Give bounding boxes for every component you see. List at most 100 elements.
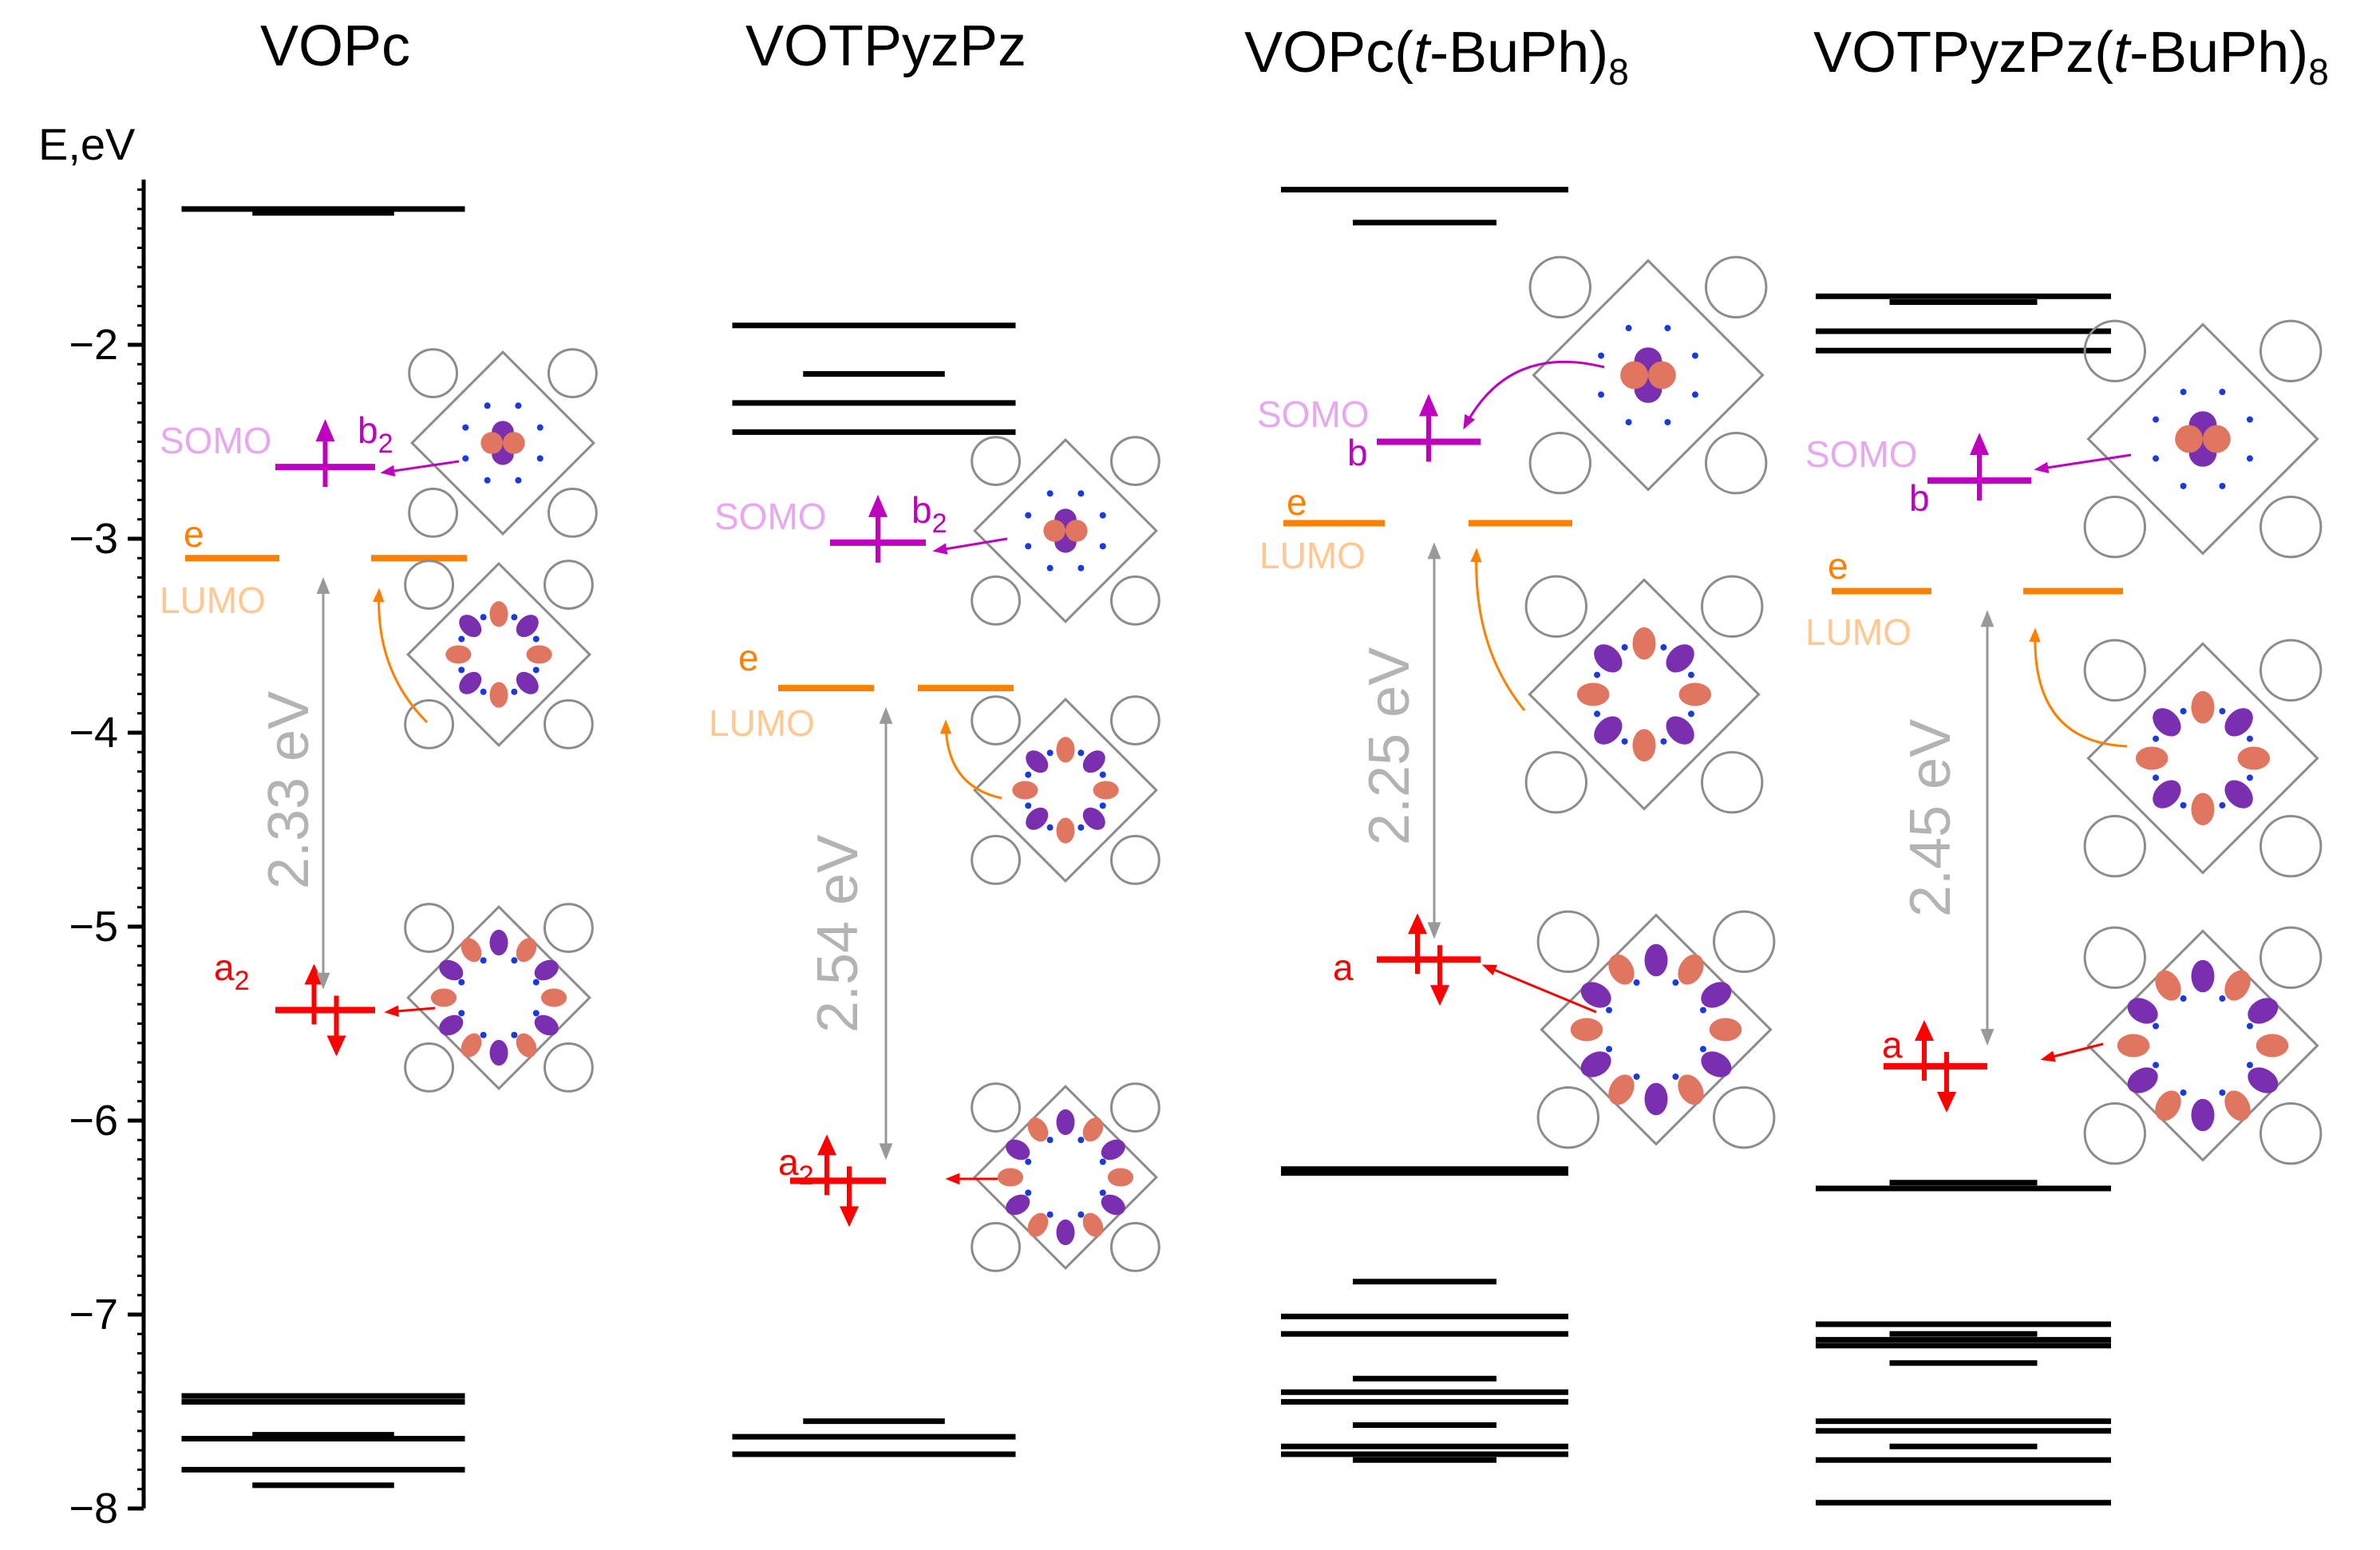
nitrogen-atom — [1625, 418, 1632, 425]
tick-label: −3 — [69, 515, 118, 563]
lumo-label: LUMO — [709, 702, 815, 744]
somo-symmetry: b2 — [358, 409, 393, 459]
orbital-lobe — [1026, 807, 1049, 830]
orbital-lobe — [1082, 750, 1105, 773]
pointer-arrow — [2040, 1042, 2104, 1062]
somo-label: SOMO — [714, 496, 827, 537]
nitrogen-atom — [2246, 774, 2253, 781]
nitrogen-atom — [1077, 564, 1085, 571]
title-vopc: VOPc — [260, 14, 410, 78]
orbital-lobe — [1644, 943, 1668, 977]
pointer-arrow — [380, 460, 460, 477]
nitrogen-atom — [1077, 1211, 1085, 1218]
orbital-lobe — [2127, 1067, 2158, 1093]
nitrogen-atom — [1699, 1006, 1706, 1014]
tick-label: −8 — [69, 1485, 118, 1532]
nitrogen-atom — [1598, 352, 1605, 359]
spin-down-arrowhead — [326, 1035, 346, 1057]
pointer-arrow — [1470, 548, 1526, 711]
orbital-lobe — [2127, 998, 2158, 1024]
molecule-skeleton — [410, 350, 595, 536]
tick-label: −7 — [69, 1291, 118, 1338]
orbital-lobe — [1701, 982, 1732, 1008]
nitrogen-atom — [2219, 801, 2226, 809]
nitrogen-atom — [536, 424, 544, 431]
nitrogen-atom — [2246, 455, 2253, 462]
orbital-lobe — [516, 938, 537, 963]
lumo-label: LUMO — [1259, 535, 1366, 576]
nitrogen-atom — [1633, 979, 1640, 987]
nitrogen-atom — [480, 1031, 487, 1038]
molecule-skeleton — [406, 562, 591, 747]
nitrogen-atom — [2219, 995, 2226, 1002]
nitrogen-atom — [1621, 737, 1628, 745]
nitrogen-atom — [1046, 564, 1054, 571]
labels-votpyzpz: SOMO b2 e LUMO a2 2.54 eV — [709, 489, 947, 1191]
benzo-ring — [1701, 575, 1764, 638]
nitrogen-atom — [1664, 418, 1671, 425]
title-votpyzpz: VOTPyzPz — [745, 14, 1026, 78]
orbital-lobe — [1027, 1117, 1049, 1142]
orbital-lobe — [1027, 1212, 1049, 1237]
molecule-skeleton — [1528, 578, 1761, 811]
spin-down-arrowhead — [1937, 1091, 1956, 1113]
pointer-arrow — [1481, 964, 1597, 1014]
orbital-lobe — [1082, 1212, 1104, 1237]
nitrogen-atom — [1691, 391, 1698, 398]
nitrogen-atom — [1598, 391, 1605, 398]
orbital-lobe — [503, 432, 525, 454]
pointer-arrow — [1463, 360, 1605, 430]
nitrogen-atom — [1025, 1158, 1032, 1165]
nitrogen-atom — [1025, 512, 1032, 519]
nitrogen-atom — [458, 1010, 465, 1017]
lumo-symmetry: e — [738, 637, 759, 678]
nitrogen-atom — [1025, 802, 1032, 809]
benzo-ring — [1705, 432, 1768, 495]
nitrogen-atom — [2180, 482, 2187, 489]
benzo-ring — [408, 348, 458, 399]
spin-up-arrowhead — [1970, 433, 1989, 456]
somo-label: SOMO — [160, 420, 272, 461]
nitrogen-atom — [1099, 802, 1106, 809]
orbital-illustrations — [373, 255, 2323, 1272]
molecule-skeleton — [1540, 913, 1773, 1146]
benzo-ring — [1524, 751, 1588, 814]
nitrogen-atom — [1691, 352, 1698, 359]
lumo-orbital-vopc — [404, 560, 594, 749]
orbital-lobe — [1644, 1082, 1668, 1116]
nitrogen-atom — [2180, 389, 2187, 396]
orbital-lobe — [1666, 716, 1694, 745]
benzo-ring — [2083, 1102, 2147, 1165]
benzo-ring — [2259, 639, 2323, 702]
nitrogen-atom — [1025, 771, 1032, 778]
nitrogen-atom — [1672, 1073, 1679, 1080]
lumo-orbital-vopc-tbuph8 — [1524, 575, 1764, 814]
orbital-lobe — [1594, 644, 1623, 673]
benzo-ring — [971, 436, 1021, 486]
labels-vopc: SOMO b2 e LUMO a2 2.33 eV — [160, 409, 393, 996]
orbital-lobe — [1576, 682, 1610, 706]
benzo-ring — [404, 903, 454, 953]
nitrogen-atom — [1046, 749, 1054, 757]
somo-symmetry: b — [1909, 477, 1930, 519]
nitrogen-atom — [2153, 774, 2160, 781]
pointer-arrow — [2034, 453, 2132, 473]
molecule-skeleton — [406, 905, 591, 1090]
nitrogen-atom — [1687, 671, 1694, 678]
gap-label: 2.25 eV — [1358, 647, 1421, 845]
nitrogen-atom — [1099, 1189, 1106, 1196]
spin-up-arrowhead — [868, 494, 888, 517]
nitrogen-atom — [1099, 771, 1106, 778]
orbital-lobe — [2203, 425, 2231, 453]
benzo-ring — [971, 1222, 1021, 1272]
nitrogen-atom — [1046, 1211, 1054, 1218]
nitrogen-atom — [2246, 1022, 2253, 1030]
spin-up-arrowhead — [817, 1134, 836, 1156]
orbital-lobe — [489, 929, 508, 956]
benzo-ring — [1110, 1082, 1160, 1133]
benzo-ring — [2083, 814, 2147, 878]
orbital-lobe — [1570, 1018, 1603, 1042]
lumo-label: LUMO — [1805, 611, 1912, 653]
nitrogen-atom — [511, 957, 518, 964]
nitrogen-atom — [1099, 543, 1106, 550]
